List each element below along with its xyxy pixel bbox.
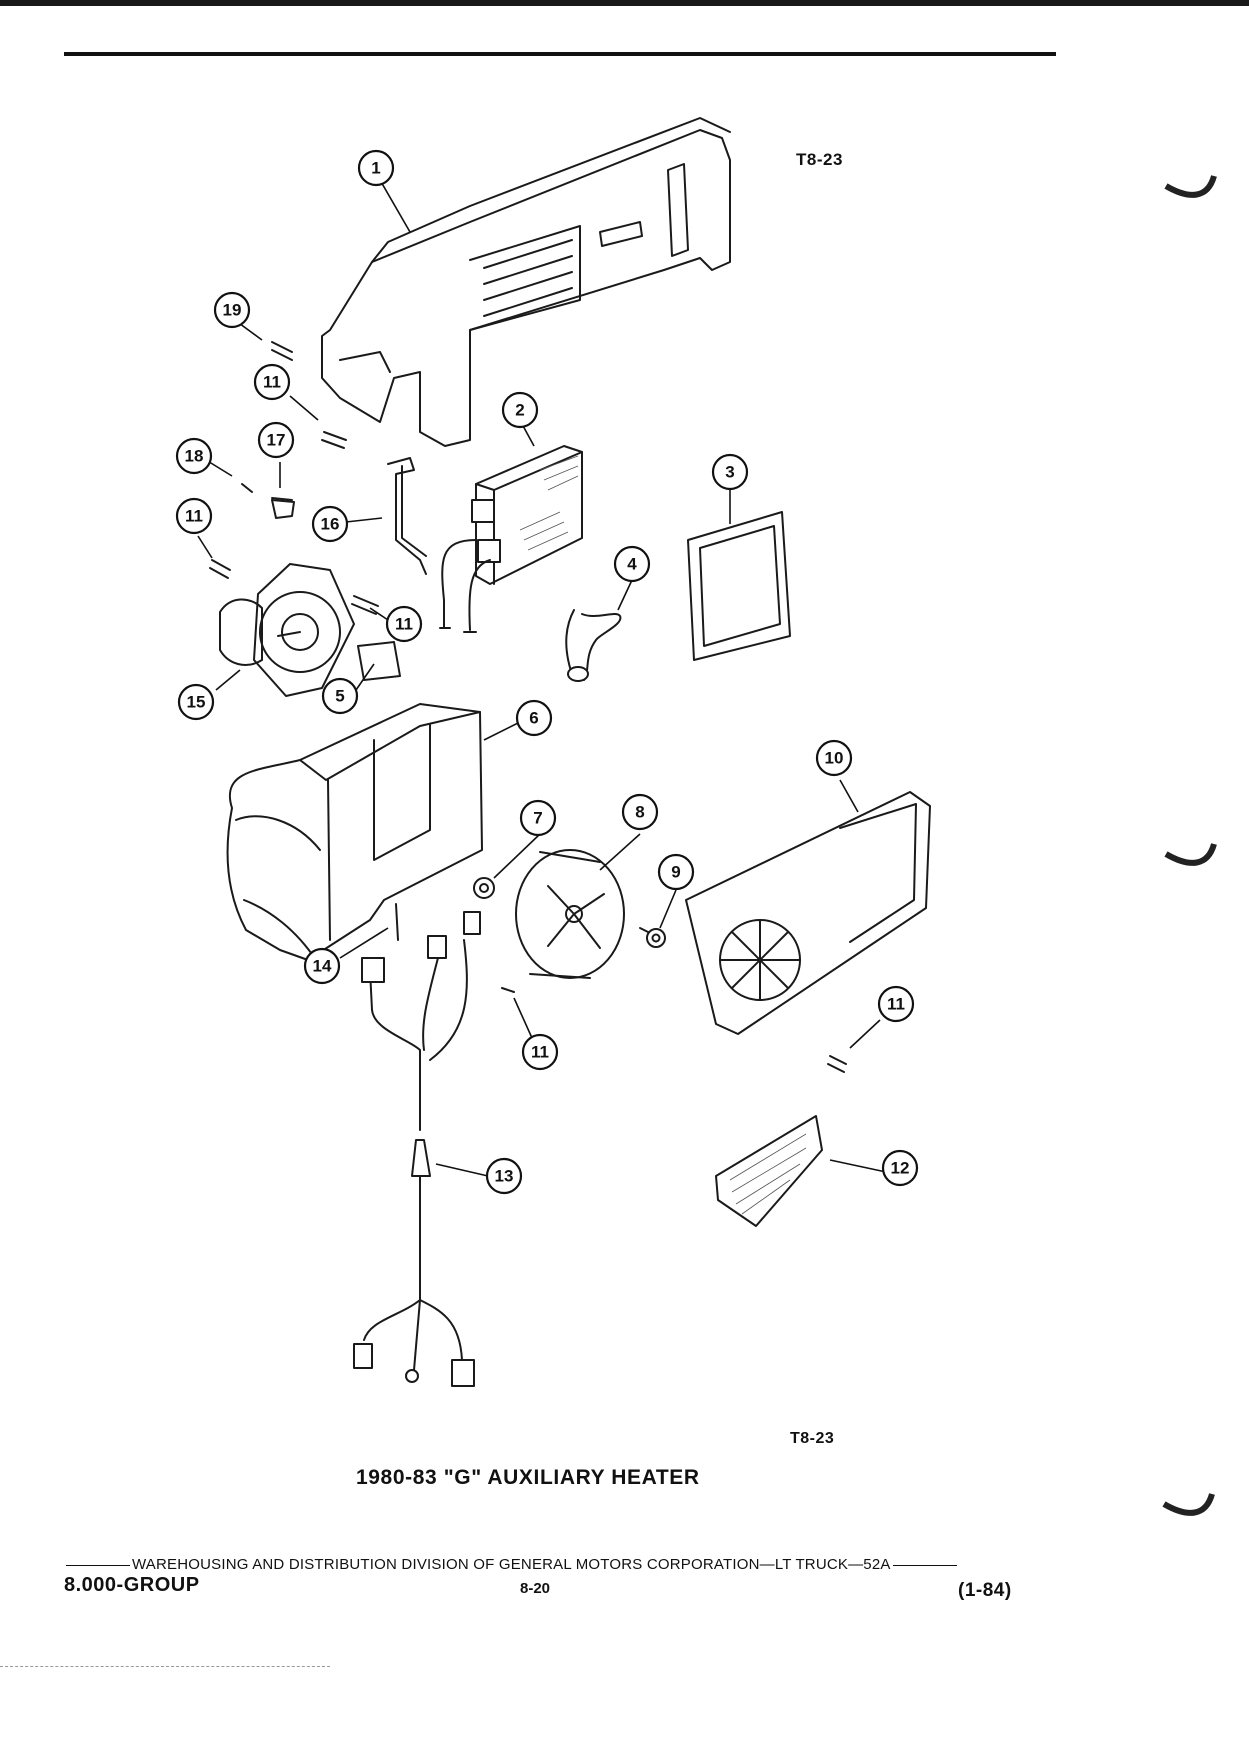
binder-clip-mark (1164, 175, 1217, 198)
callout-11: 11 (877, 985, 915, 1023)
figure-caption: 1980-83 "G" AUXILIARY HEATER (356, 1466, 700, 1489)
part-10-cover-plate (685, 791, 931, 1035)
callout-2: 2 (501, 391, 539, 429)
svg-text:11: 11 (887, 995, 905, 1014)
svg-text:2: 2 (515, 401, 524, 420)
svg-text:11: 11 (395, 615, 413, 634)
figure-id-top: T8-23 (796, 150, 843, 169)
svg-text:1: 1 (371, 159, 380, 178)
svg-text:3: 3 (725, 463, 734, 482)
part-15-motor (219, 563, 355, 697)
part-5-plate (357, 641, 401, 681)
callout-17: 17 (257, 421, 295, 459)
svg-text:18: 18 (185, 447, 204, 466)
svg-text:5: 5 (335, 687, 344, 706)
fasteners (209, 341, 847, 1073)
svg-text:14: 14 (313, 957, 332, 976)
svg-text:13: 13 (495, 1167, 514, 1186)
callout-13: 13 (485, 1157, 523, 1195)
svg-text:16: 16 (321, 515, 340, 534)
page-number: 8-20 (520, 1580, 551, 1597)
footer-publisher: WAREHOUSING AND DISTRIBUTION DIVISION OF… (64, 1556, 1044, 1573)
svg-text:11: 11 (185, 507, 203, 526)
svg-text:17: 17 (267, 431, 286, 450)
svg-text:10: 10 (825, 749, 844, 768)
footer-dash (66, 1564, 130, 1566)
callout-15: 15 (177, 683, 215, 721)
footer-publisher-text: WAREHOUSING AND DISTRIBUTION DIVISION OF… (132, 1556, 891, 1573)
group-label: 8.000-GROUP (64, 1574, 200, 1596)
callout-7: 7 (519, 799, 557, 837)
header-rule (64, 52, 1056, 56)
svg-text:15: 15 (187, 693, 206, 712)
part-2-heater-core (439, 445, 583, 633)
figure-id-bottom: T8-23 (790, 1430, 835, 1447)
svg-text:19: 19 (223, 301, 242, 320)
part-13-14-harness (353, 903, 481, 1387)
callout-9: 9 (657, 853, 695, 891)
footer-dash (892, 1564, 957, 1566)
callout-11: 11 (175, 497, 213, 535)
svg-text:7: 7 (533, 809, 542, 828)
callout-5: 5 (321, 677, 359, 715)
callout-11: 11 (521, 1033, 559, 1071)
callout-11: 11 (253, 363, 291, 401)
callout-8: 8 (621, 793, 659, 831)
callout-3: 3 (711, 453, 749, 491)
svg-text:11: 11 (263, 373, 281, 392)
svg-text:8: 8 (635, 803, 644, 822)
callout-11: 11 (385, 605, 423, 643)
callout-18: 18 (175, 437, 213, 475)
svg-text:9: 9 (671, 863, 680, 882)
part-4-hose (565, 609, 622, 682)
part-17-18-clips (271, 497, 293, 501)
callout-4: 4 (613, 545, 651, 583)
part-3-filter (687, 511, 791, 661)
callout-14: 14 (303, 947, 341, 985)
scan-edge (0, 0, 1249, 6)
part-16-bracket (387, 457, 427, 575)
part-8-blower-wheel (515, 849, 625, 979)
callout-12: 12 (881, 1149, 919, 1187)
callout-10: 10 (815, 739, 853, 777)
part-6-case (226, 703, 483, 961)
svg-text:11: 11 (531, 1043, 549, 1062)
callout-1: 1 (357, 149, 395, 187)
callout-6: 6 (515, 699, 553, 737)
part-1-cover (321, 117, 731, 447)
svg-text:6: 6 (529, 709, 538, 728)
callout-19: 19 (213, 291, 251, 329)
scan-bottom-line (0, 1666, 330, 1667)
callout-16: 16 (311, 505, 349, 543)
binder-clip-mark (1162, 1493, 1215, 1516)
part-12-louver (715, 1115, 823, 1227)
svg-text:4: 4 (627, 555, 637, 574)
part-9-washer (646, 928, 666, 948)
part-7-nut (473, 877, 495, 899)
leader-lines (197, 179, 887, 1177)
svg-text:12: 12 (891, 1159, 910, 1178)
revision-date: (1-84) (958, 1580, 1012, 1601)
binder-clip-mark (1164, 843, 1217, 866)
